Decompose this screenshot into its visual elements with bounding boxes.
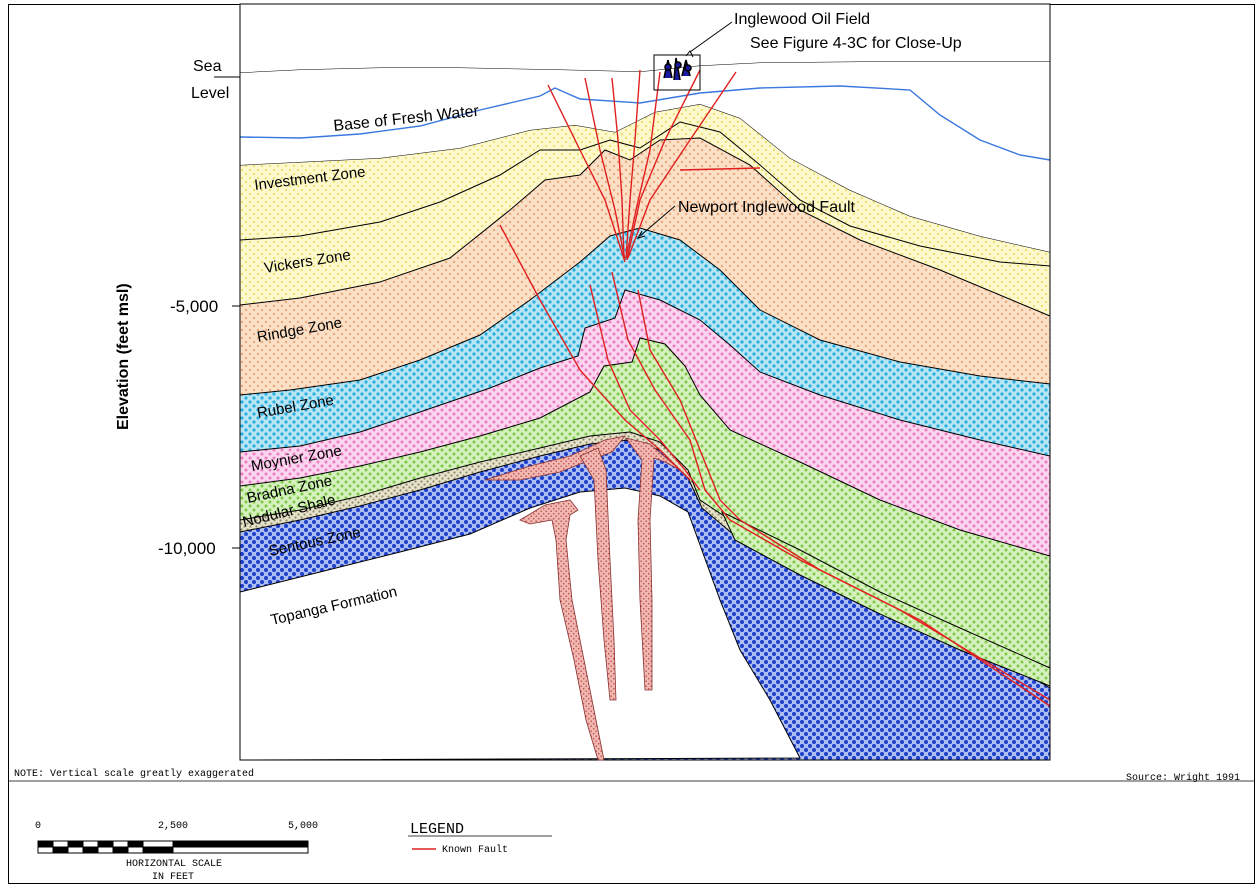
base-of-fresh-water-line	[239, 85, 1051, 161]
legend-title: LEGEND	[410, 821, 464, 838]
oilfield-wells-icon	[663, 57, 692, 81]
oilfield-subtitle: See Figure 4-3C for Close-Up	[750, 35, 962, 52]
topanga-formation-layer	[239, 487, 801, 761]
near-surface-zone	[240, 62, 1050, 252]
note-text: NOTE: Vertical scale greatly exaggerated	[14, 768, 254, 780]
scale-tick-5000: 5,000	[288, 821, 318, 832]
elevation-axis	[232, 60, 1051, 760]
scale-tick-2500: 2,500	[158, 821, 188, 832]
oilfield-title: Inglewood Oil Field	[734, 11, 870, 28]
source-text: Source: Wright 1991	[1126, 772, 1240, 784]
fault-label: Newport Inglewood Fault	[678, 199, 856, 216]
horizontal-scale-bar	[37, 840, 309, 854]
sea-level-label-1: Sea	[193, 58, 222, 75]
known-faults	[499, 69, 1051, 707]
scale-title-1: HORIZONTAL SCALE	[126, 859, 222, 870]
y-tick-5000: -5,000	[170, 297, 218, 316]
y-tick-10000: -10,000	[158, 539, 216, 558]
scale-title-2: IN FEET	[152, 872, 194, 883]
leader-lines	[214, 21, 733, 239]
scale-tick-0: 0	[35, 821, 41, 832]
sea-level-label-2: Level	[191, 85, 229, 102]
oilfield-close-up-box	[653, 54, 701, 91]
vickers-zone-boundary	[239, 121, 1051, 267]
legend-item-known-fault: Known Fault	[442, 844, 508, 856]
y-axis-title: Elevation (feet msl)	[115, 283, 132, 430]
